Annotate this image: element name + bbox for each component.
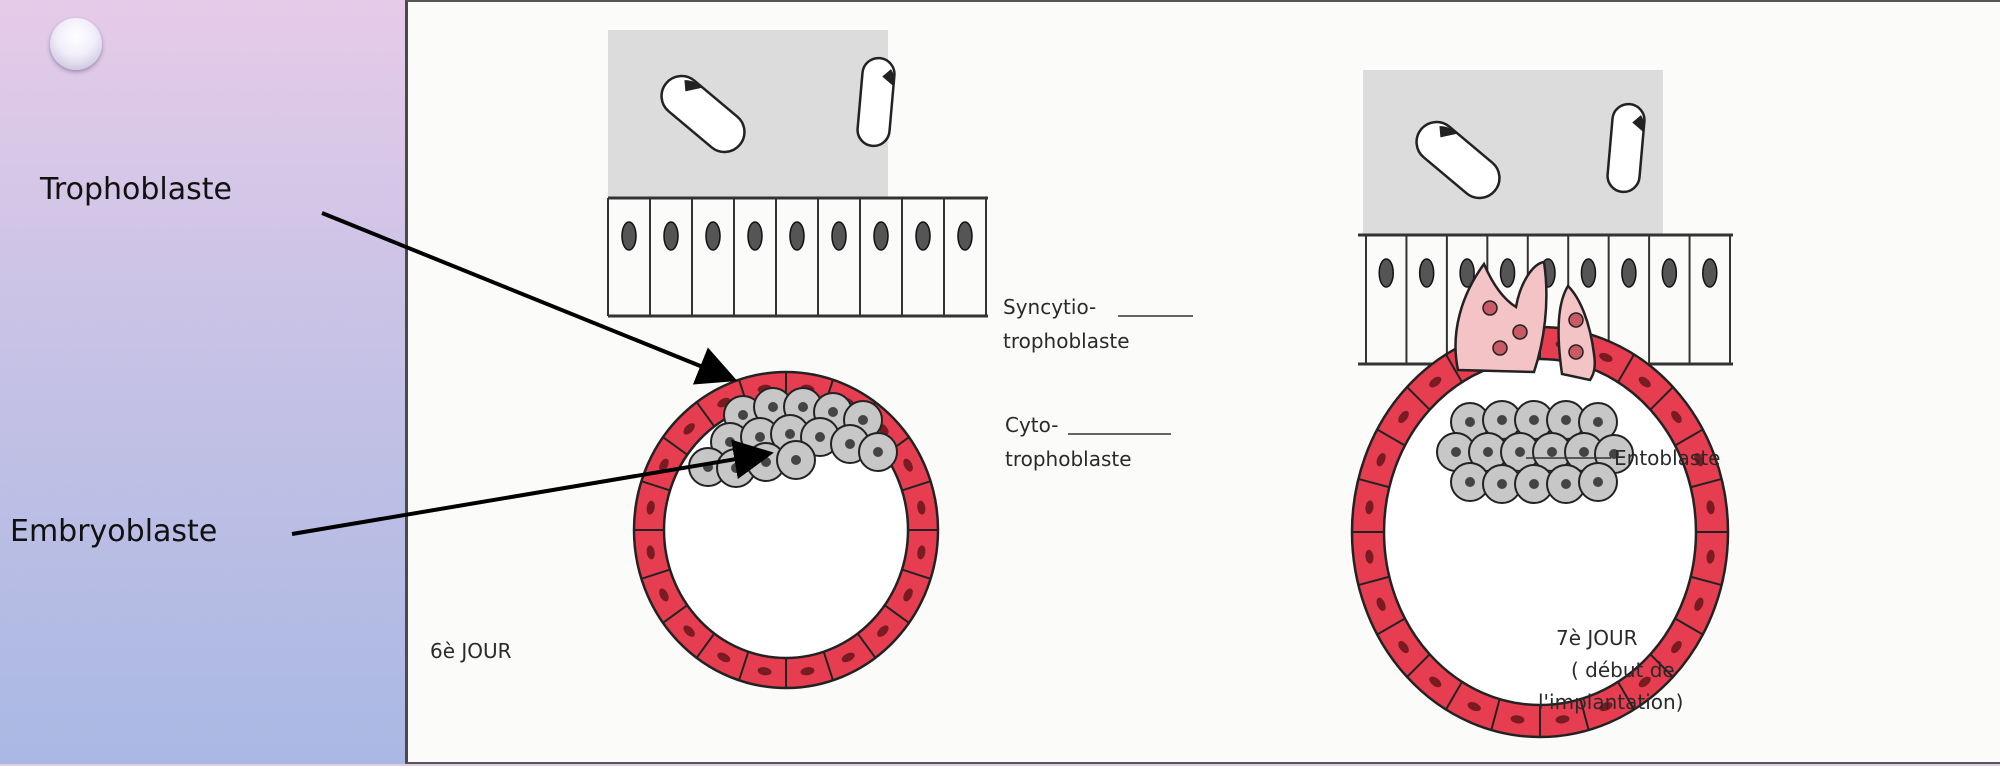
- embryoblaste-arrow: [292, 454, 766, 534]
- trophoblaste-arrow: [322, 213, 730, 378]
